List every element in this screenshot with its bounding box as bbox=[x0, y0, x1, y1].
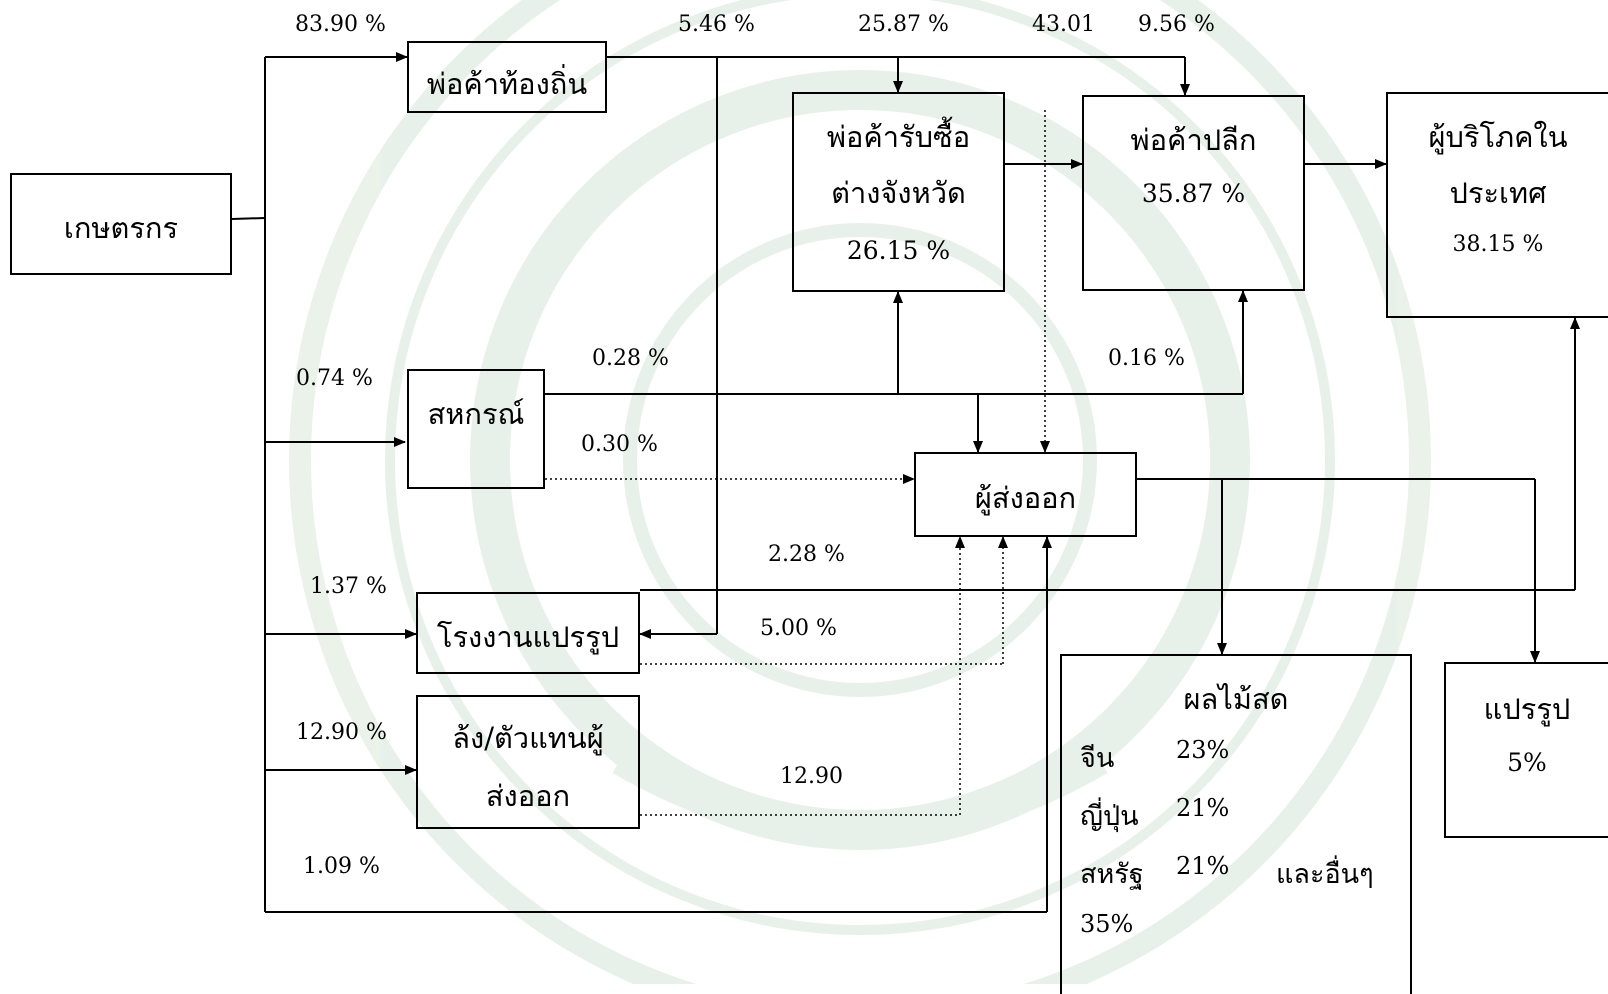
flow-label-agent-to-exporter: 12.90 bbox=[780, 764, 843, 789]
domestic-consumer-label-1: ผู้บริโภคใน bbox=[1428, 120, 1568, 154]
domestic-consumer-label-2: ประเทศ bbox=[1449, 176, 1547, 210]
packing-agent-node: ล้ง/ตัวแทนผู้ ส่งออก bbox=[416, 695, 640, 829]
flow-label-local-to-provincial: 25.87 % bbox=[858, 12, 949, 37]
cooperative-node: สหกรณ์ bbox=[407, 369, 545, 489]
fresh-fruit-title: ผลไม้สด bbox=[1183, 682, 1289, 716]
flow-label-local-to-exporter: 43.01 bbox=[1032, 12, 1095, 37]
processed-percent: 5% bbox=[1507, 748, 1547, 777]
provincial-buyer-label-1: พ่อค้ารับซื้อ bbox=[826, 120, 971, 154]
fresh-fruit-country-3: สหรัฐ bbox=[1080, 859, 1144, 890]
fresh-fruit-share-2: 21% bbox=[1176, 794, 1230, 822]
fresh-fruit-country-1: จีน bbox=[1080, 743, 1115, 774]
processed-node: แปรรูป 5% bbox=[1444, 662, 1608, 838]
flow-label-coop-to-exporter: 0.30 % bbox=[581, 432, 658, 457]
local-trader-label: พ่อค้าท้องถิ่น bbox=[426, 67, 588, 101]
fresh-fruit-country-2: ญี่ปุ่น bbox=[1080, 801, 1139, 832]
domestic-consumer-node: ผู้บริโภคใน ประเทศ 38.15 % bbox=[1386, 92, 1608, 318]
processing-factory-label: โรงงานแปรรูป bbox=[436, 620, 620, 654]
flow-label-farmer-to-exporter: 1.09 % bbox=[303, 854, 380, 879]
watermark-seal bbox=[289, 0, 1431, 984]
fresh-fruit-share-3: 21% bbox=[1176, 852, 1230, 880]
retailer-node: พ่อค้าปลีก 35.87 % bbox=[1082, 95, 1305, 291]
domestic-consumer-percent: 38.15 % bbox=[1452, 232, 1544, 257]
flow-label-to-local-trader: 83.90 % bbox=[295, 12, 386, 37]
farmer-label: เกษตรกร bbox=[63, 211, 179, 245]
flow-label-local-to-retailer: 9.56 % bbox=[1138, 12, 1215, 37]
farmer-node: เกษตรกร bbox=[10, 173, 232, 275]
flow-label-to-packing-agent: 12.90 % bbox=[296, 720, 387, 745]
exporter-node: ผู้ส่งออก bbox=[914, 452, 1137, 537]
local-trader-node: พ่อค้าท้องถิ่น bbox=[407, 41, 607, 113]
cooperative-label: สหกรณ์ bbox=[427, 397, 525, 431]
flow-label-coop-to-provincial: 0.28 % bbox=[592, 346, 669, 371]
provincial-buyer-percent: 26.15 % bbox=[846, 236, 951, 265]
fresh-fruit-share-1: 23% bbox=[1176, 736, 1230, 764]
fresh-fruit-node: ผลไม้สด จีน 23% ญี่ปุ่น 21% สหรัฐ 21% แล… bbox=[1060, 654, 1412, 994]
flow-label-to-factory: 1.37 % bbox=[310, 574, 387, 599]
flow-label-to-cooperative: 0.74 % bbox=[296, 366, 373, 391]
processed-label: แปรรูป bbox=[1483, 692, 1571, 726]
flow-label-coop-to-retailer: 0.16 % bbox=[1108, 346, 1185, 371]
packing-agent-label-1: ล้ง/ตัวแทนผู้ bbox=[452, 721, 604, 755]
retailer-percent: 35.87 % bbox=[1141, 179, 1246, 208]
fresh-fruit-others-share: 35% bbox=[1080, 910, 1134, 938]
processing-factory-node: โรงงานแปรรูป bbox=[416, 592, 640, 674]
provincial-buyer-label-2: ต่างจังหวัด bbox=[831, 176, 966, 210]
exporter-label: ผู้ส่งออก bbox=[974, 481, 1077, 515]
packing-agent-label-2: ส่งออก bbox=[485, 779, 571, 813]
flow-label-local-to-factory: 5.46 % bbox=[678, 12, 755, 37]
flow-label-factory-to-exporter: 5.00 % bbox=[760, 616, 837, 641]
flow-label-factory-to-consumer: 2.28 % bbox=[768, 542, 845, 567]
fresh-fruit-others: และอื่นๆ bbox=[1276, 859, 1374, 890]
retailer-label: พ่อค้าปลีก bbox=[1130, 123, 1257, 157]
provincial-buyer-node: พ่อค้ารับซื้อ ต่างจังหวัด 26.15 % bbox=[792, 92, 1005, 292]
